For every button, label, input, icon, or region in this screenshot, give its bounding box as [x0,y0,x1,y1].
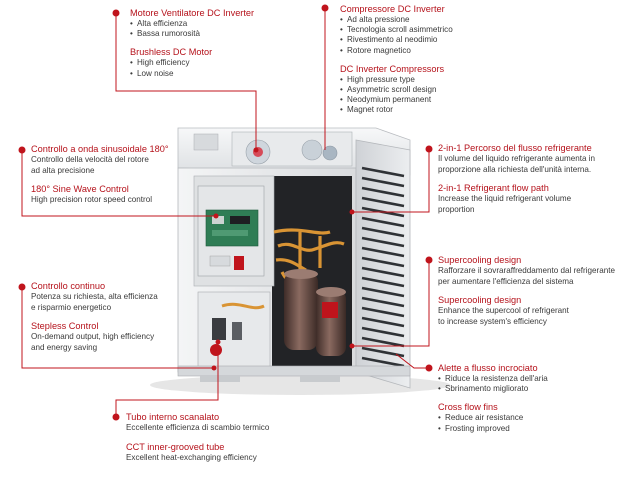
refrigerant-path-text: proportion [438,204,475,214]
compressor-bullet: Neodymium permanent [340,95,453,105]
fan-assembly [193,131,353,167]
refrigerant-path-text: Il volume del liquido refrigerante aumen… [438,154,596,163]
callout-refrigerant-path: 2-in-1 Percorso del flusso refrigerante … [438,143,595,215]
fan-motor-bullet: Bassa rumorosità [130,29,254,39]
callout-compressor: Compressore DC Inverter Ad alta pression… [340,4,453,116]
refrigerant-path-text: Increase the liquid refrigerant volume [438,194,572,203]
supercooling-text: Enhance the supercool of refrigerant [438,306,569,315]
callout-tube: Tubo interno scanalato Eccellente effici… [126,412,269,463]
callout-sine-wave: Controllo a onda sinusoidale 180° Contro… [31,144,169,206]
stepless-title-it: Controllo continuo [31,281,106,291]
refrigerant-path-text: proporzione alla richiesta dell'unità in… [438,164,592,174]
cross-flow-bullet: Riduce la resistenza dell'aria [438,374,548,384]
compressor-bullet: Asymmetric scroll design [340,85,453,95]
stepless-title-en: Stepless Control [31,321,99,331]
supercooling-title-it: Supercooling design [438,255,522,265]
sine-wave-title-en: 180° Sine Wave Control [31,184,129,194]
compressor-bullet: Rivestimento al neodimio [340,35,453,45]
base-rail [177,365,411,377]
control-board [197,185,265,277]
sine-wave-text: Controllo della velocità del rotore [31,155,149,164]
fan-motor-title-it: Motore Ventilatore DC Inverter [130,8,255,18]
callout-cross-flow: Alette a flusso incrociato Riduce la res… [438,363,548,434]
supercooling-text: to increase system's efficiency [438,316,547,326]
supercooling-text: per aumentare l'efficienza del sistema [438,276,574,286]
callout-supercooling: Supercooling design Rafforzare il sovrar… [438,255,615,327]
compressor-bullet: Ad alta pressione [340,15,453,25]
compressor-bullet: Magnet rotor [340,105,453,115]
callout-fan-motor: Motore Ventilatore DC Inverter Alta effi… [130,8,254,79]
callout-dots [18,4,433,421]
compressor-title-it: Compressore DC Inverter [340,4,445,14]
heat-exchanger-grille [361,166,405,368]
tube-title-it: Tubo interno scanalato [126,412,220,422]
compressor-bullet: High pressure type [340,75,453,85]
cross-flow-bullet: Reduce air resistance [438,413,548,423]
supercooling-text: Rafforzare il sovraraffreddamento dal re… [438,266,615,275]
sine-wave-text: High precision rotor speed control [31,195,153,204]
compressor-bullet: Rotore magnetico [340,46,453,56]
compressor-bullet: Tecnologia scroll asimmetrico [340,25,453,35]
supercooling-title-en: Supercooling design [438,295,522,305]
compressors [284,269,346,356]
tube-title-en: CCT inner-grooved tube [126,441,225,452]
leader-lines [21,8,430,417]
fan-motor-bullet: Alta efficienza [130,19,254,29]
cross-flow-title-it: Alette a flusso incrociato [438,363,538,373]
tube-text: Excellent heat-exchanging efficiency [126,452,257,462]
cross-flow-bullet: Sbrinamento migliorato [438,384,548,394]
cross-flow-bullet: Frosting improved [438,424,548,434]
stepless-text: On-demand output, high efficiency [31,332,155,341]
cabinet-side-panel [355,139,411,389]
cross-flow-title-en: Cross flow fins [438,402,498,413]
sine-wave-text: ad alta precisione [31,165,95,175]
callout-stepless: Controllo continuo Potenza su richiesta,… [31,281,158,353]
stepless-text: e risparmio energetico [31,302,112,312]
refrigerant-path-title-en: 2-in-1 Refrigerant flow path [438,183,549,193]
refrigerant-path-title-it: 2-in-1 Percorso del flusso refrigerante [438,143,592,153]
fan-motor-title-en: Brushless DC Motor [130,47,213,58]
lower-valves [197,291,271,369]
tube-text: Eccellente efficienza di scambio termico [126,423,270,432]
fan-motor-bullet: Low noise [130,69,254,79]
stepless-text: and energy saving [31,342,98,352]
stepless-text: Potenza su richiesta, alta efficienza [31,292,158,301]
compressor-title-en: DC Inverter Compressors [340,63,445,74]
sine-wave-title-it: Controllo a onda sinusoidale 180° [31,144,169,154]
fan-motor-bullet: High efficiency [130,58,254,68]
